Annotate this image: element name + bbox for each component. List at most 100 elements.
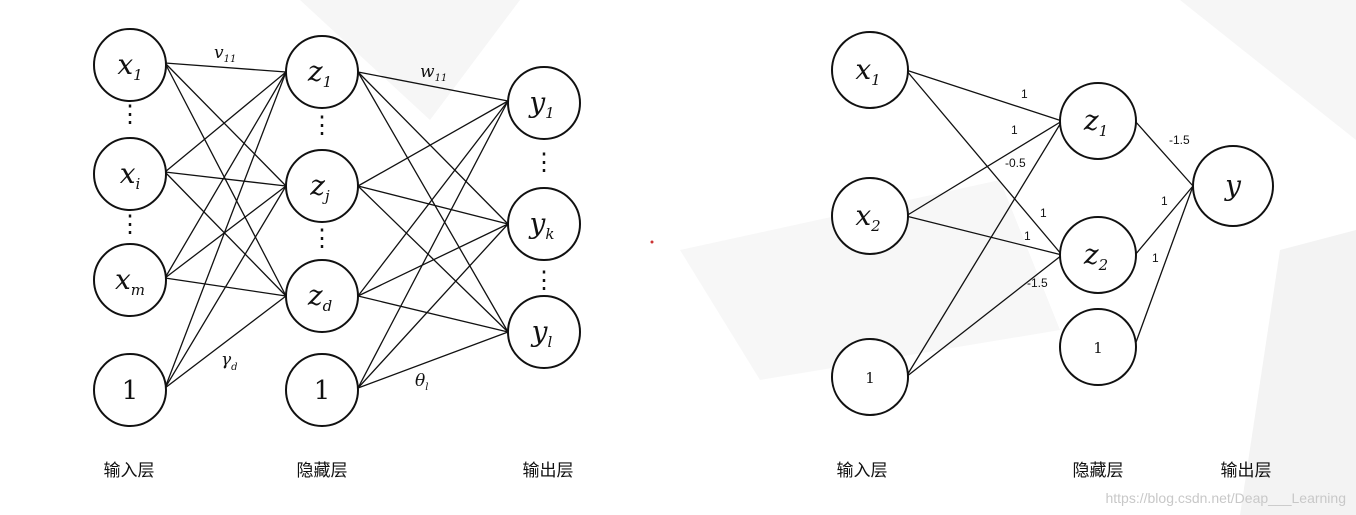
node-circle (93, 243, 167, 317)
right-edges (905, 69, 1194, 378)
node-x2: x2 (831, 177, 909, 255)
weight-x2-z1: 1 (1011, 123, 1018, 137)
node-circle (1059, 82, 1137, 160)
edge-x1-z2 (905, 69, 1063, 256)
layer-label-hidden: 隐藏层 (297, 461, 348, 481)
node-label: y1 (527, 86, 554, 122)
edge-b1-z1 (164, 71, 287, 389)
left-hidden-layer: z1 ⋮ zj ⋮ zd 1 (285, 35, 359, 427)
node-z1: z1 (285, 35, 359, 109)
edge-z2-y (1134, 185, 1194, 256)
node-circle (1059, 216, 1137, 294)
node-label: x1 (117, 48, 142, 84)
node-circle (93, 353, 167, 427)
weight-label-w11: w11 (420, 62, 447, 84)
node-circle (285, 35, 359, 109)
ellipsis-dots: ⋮ (310, 224, 334, 252)
right-output-layer: y (1192, 145, 1274, 227)
node-circle (507, 66, 581, 140)
left-layer-labels: 输入层 隐藏层 输出层 (104, 461, 574, 481)
edge-xm-zj (164, 185, 287, 279)
node-label: y (1223, 169, 1242, 202)
ellipsis-dots: ⋮ (310, 111, 334, 139)
edge-b1-z2 (905, 254, 1063, 378)
edge-b2-yk (357, 223, 509, 389)
node-xm: xm (93, 243, 167, 317)
right-input-layer: x1 x2 1 (831, 31, 909, 416)
weight-bias-y: 1 (1152, 251, 1159, 265)
edge-xi-zd (164, 171, 287, 297)
node-circle (285, 149, 359, 223)
bg-shape-3 (1180, 0, 1356, 140)
node-yl: yl (507, 295, 581, 369)
node-circle (831, 31, 909, 109)
left-network: x1 ⋮ xi ⋮ xm 1 (93, 28, 581, 481)
ellipsis-dots: ⋮ (532, 266, 556, 294)
right-network: x1 x2 1 z1 (831, 31, 1274, 481)
weight-z1-y: -1.5 (1169, 133, 1190, 147)
node-circle (285, 259, 359, 333)
node-y1: y1 (507, 66, 581, 140)
node-label: yk (528, 207, 555, 243)
weight-z2-y: 1 (1161, 194, 1168, 208)
edge-x1-z1 (164, 62, 287, 73)
node-label: yl (530, 315, 553, 351)
left-output-layer: y1 ⋮ yk ⋮ yl (507, 66, 581, 369)
node-label: x1 (855, 53, 880, 89)
weight-x2-z2: 1 (1024, 229, 1031, 243)
weight-label-gamma-d: γd (221, 350, 238, 373)
right-weight-labels: 1 1 -0.5 1 1 -1.5 -1.5 1 1 (1005, 87, 1190, 290)
node-x1: x1 (831, 31, 909, 109)
right-hidden-layer: z1 z2 1 (1059, 82, 1137, 386)
node-input-bias: 1 (831, 338, 909, 416)
ellipsis-dots: ⋮ (118, 100, 142, 128)
node-circle (507, 187, 581, 261)
layer-label-input: 输入层 (104, 461, 155, 481)
weight-x1-z1: 1 (1021, 87, 1028, 101)
edge-x2-z1 (905, 120, 1063, 217)
background-decoration (300, 0, 1356, 515)
ellipsis-dots: ⋮ (532, 148, 556, 176)
edge-z1-y (1134, 120, 1194, 187)
node-y: y (1192, 145, 1274, 227)
node-label: z1 (1083, 104, 1108, 140)
left-input-layer: x1 ⋮ xi ⋮ xm 1 (93, 28, 167, 427)
edge-zd-y1 (357, 100, 509, 297)
node-circle (831, 177, 909, 255)
node-label: zj (309, 169, 330, 205)
weight-label-theta-l: θl (415, 371, 428, 393)
node-circle (1059, 308, 1137, 386)
node-zd: zd (285, 259, 359, 333)
stray-dot (650, 240, 654, 244)
edge-b1-z1 (905, 120, 1063, 378)
edge-xi-zj (164, 171, 287, 187)
node-circle (831, 338, 909, 416)
node-label: xi (120, 157, 141, 193)
layer-label-input: 输入层 (837, 461, 888, 481)
edge-z1-yl (357, 71, 509, 333)
bg-shape-2 (680, 180, 1060, 380)
node-label: 1 (865, 369, 875, 387)
node-xi: xi (93, 137, 167, 211)
edge-xi-z1 (164, 71, 287, 173)
bg-shape-1 (300, 0, 520, 120)
node-circle (1192, 145, 1274, 227)
node-label: 1 (122, 376, 139, 406)
layer-label-output: 输出层 (523, 461, 574, 481)
weight-bias-z1: -0.5 (1005, 156, 1026, 170)
node-input-bias: 1 (93, 353, 167, 427)
node-zj: zj (285, 149, 359, 223)
weight-x1-z2: 1 (1040, 206, 1047, 220)
bg-shape-4 (1240, 230, 1356, 515)
watermark-text: https://blog.csdn.net/Deap___Learning (1105, 490, 1346, 506)
node-circle (285, 353, 359, 427)
node-hidden-bias: 1 (1059, 308, 1137, 386)
edge-z1-y1 (357, 71, 509, 102)
node-circle (93, 137, 167, 211)
edge-zd-yl (357, 295, 509, 333)
node-label: x2 (855, 199, 880, 235)
layer-label-hidden: 隐藏层 (1073, 461, 1124, 481)
node-circle (507, 295, 581, 369)
